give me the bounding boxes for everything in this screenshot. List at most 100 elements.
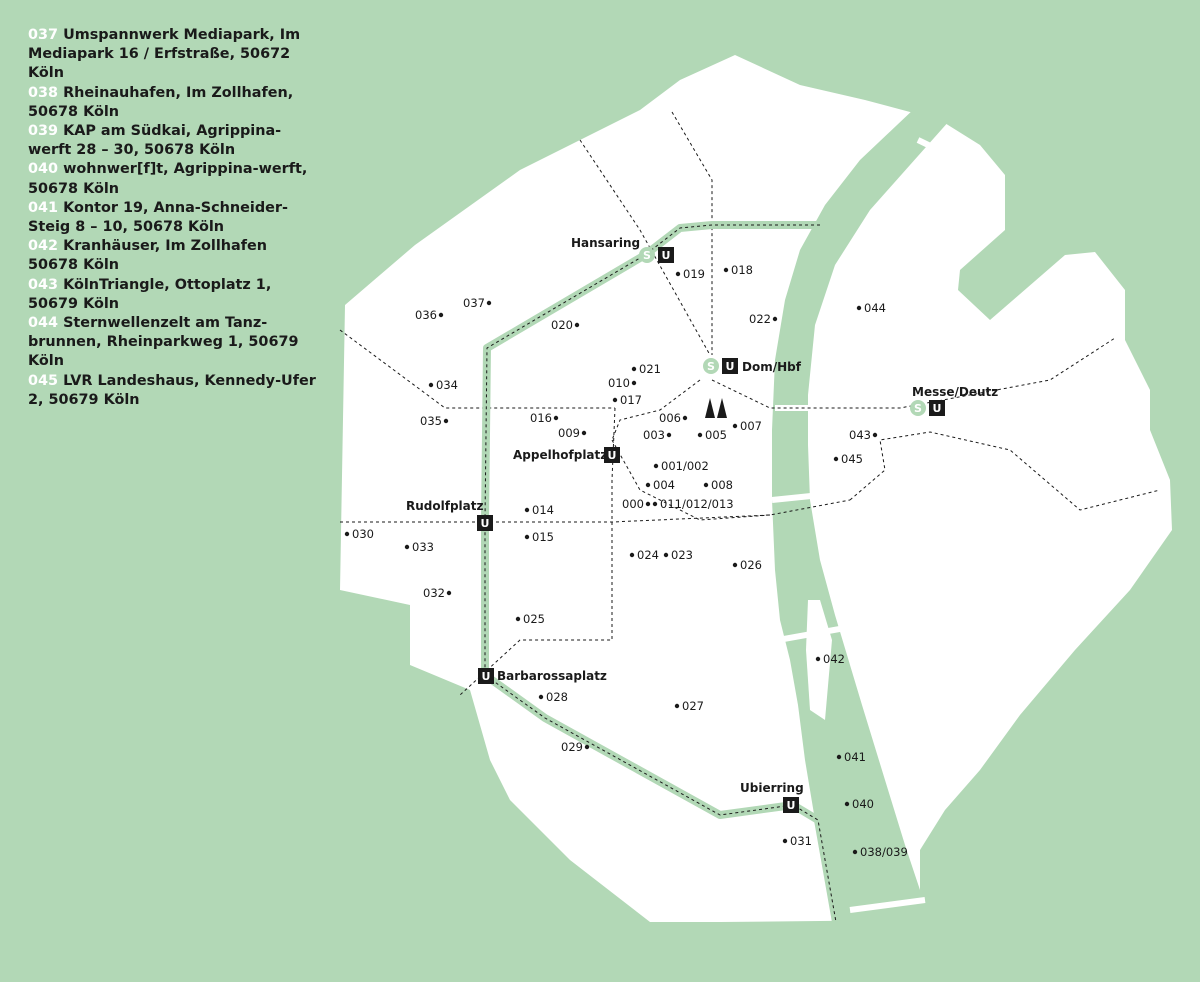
- venue-dot: [872, 432, 878, 438]
- venue-marker-011[interactable]: 011/012/013: [652, 497, 734, 511]
- venue-dot: [581, 430, 587, 436]
- venue-marker-022[interactable]: 022: [749, 312, 778, 326]
- venue-marker-034[interactable]: 034: [428, 378, 458, 392]
- svg-text:026: 026: [740, 558, 762, 572]
- venue-marker-007[interactable]: 007: [732, 419, 762, 433]
- venue-marker-003[interactable]: 003: [643, 428, 672, 442]
- venue-legend: 037 Umspannwerk Mediapark, Im Mediapark …: [28, 26, 318, 410]
- svg-text:U: U: [481, 517, 490, 530]
- venue-marker-038[interactable]: 038/039: [852, 845, 908, 859]
- venue-marker-028[interactable]: 028: [538, 690, 568, 704]
- station-hansaring[interactable]: S U Hansaring: [571, 236, 674, 263]
- venue-marker-045[interactable]: 045: [833, 452, 863, 466]
- svg-text:014: 014: [532, 503, 554, 517]
- venue-markers: 018 019 021 017 034 005 007 001/002 004 …: [344, 263, 908, 859]
- venue-marker-021[interactable]: 021: [631, 362, 661, 376]
- station-rudolfplatz[interactable]: U Rudolfplatz: [406, 499, 493, 531]
- station-dom-hbf[interactable]: S U Dom/Hbf: [703, 358, 802, 374]
- venue-marker-024[interactable]: 024: [629, 548, 659, 562]
- venue-dot: [772, 316, 778, 322]
- svg-text:016: 016: [530, 411, 552, 425]
- venue-marker-009[interactable]: 009: [558, 426, 587, 440]
- venue-dot: [553, 415, 559, 421]
- venue-marker-043[interactable]: 043: [849, 428, 878, 442]
- venue-marker-018[interactable]: 018: [723, 263, 753, 277]
- cathedral-icon: [705, 398, 727, 418]
- venue-marker-041[interactable]: 041: [836, 750, 866, 764]
- u-bahn-icon: [783, 797, 799, 813]
- svg-text:020: 020: [551, 318, 573, 332]
- venue-dot: [674, 703, 680, 709]
- svg-text:037: 037: [463, 296, 485, 310]
- legend-entry-044: 044 Sternwellenzelt am Tanz-brunnen, Rhe…: [28, 315, 299, 370]
- venue-marker-026[interactable]: 026: [732, 558, 762, 572]
- venue-marker-023[interactable]: 023: [663, 548, 693, 562]
- venue-dot: [538, 694, 544, 700]
- svg-text:007: 007: [740, 419, 762, 433]
- station-label-rudolfplatz: Rudolfplatz: [406, 499, 483, 513]
- svg-text:U: U: [787, 799, 796, 812]
- station-label-appelhofplatz: Appelhofplatz: [513, 448, 607, 462]
- venue-marker-030[interactable]: 030: [344, 527, 374, 541]
- venue-marker-031[interactable]: 031: [782, 834, 812, 848]
- venue-marker-014[interactable]: 014: [524, 503, 554, 517]
- venue-marker-040[interactable]: 040: [844, 797, 874, 811]
- river-rhine: [772, 108, 950, 922]
- legend-entry-045: 045 LVR Landeshaus, Kennedy-Ufer 2, 5067…: [28, 372, 316, 408]
- u-bahn-icon: [722, 358, 738, 374]
- venue-marker-044[interactable]: 044: [856, 301, 886, 315]
- venue-marker-035[interactable]: 035: [420, 414, 449, 428]
- venue-marker-036[interactable]: 036: [415, 308, 444, 322]
- boundary-dom-west: [611, 379, 701, 441]
- station-messe-deutz[interactable]: S U Messe/Deutz: [910, 385, 998, 416]
- venue-marker-025[interactable]: 025: [515, 612, 545, 626]
- venue-marker-000[interactable]: 000: [622, 497, 651, 511]
- venue-marker-017[interactable]: 017: [612, 393, 642, 407]
- svg-text:018: 018: [731, 263, 753, 277]
- venue-marker-032[interactable]: 032: [423, 586, 452, 600]
- svg-text:S: S: [914, 402, 922, 415]
- u-bahn-icon: [929, 400, 945, 416]
- station-label-dom-hbf: Dom/Hbf: [742, 360, 802, 374]
- venue-marker-029[interactable]: 029: [561, 740, 590, 754]
- venue-marker-016[interactable]: 016: [530, 411, 559, 425]
- svg-text:S: S: [707, 360, 715, 373]
- venue-marker-033[interactable]: 033: [404, 540, 434, 554]
- venue-dot: [844, 801, 850, 807]
- venue-dot: [428, 382, 434, 388]
- venue-dot: [782, 838, 788, 844]
- svg-text:038/039: 038/039: [860, 845, 908, 859]
- svg-text:001/002: 001/002: [661, 459, 709, 473]
- svg-text:015: 015: [532, 530, 554, 544]
- venue-marker-020[interactable]: 020: [551, 318, 580, 332]
- venue-marker-001[interactable]: 001/002: [653, 459, 709, 473]
- venue-dot: [682, 415, 688, 421]
- venue-dot: [446, 590, 452, 596]
- venue-dot: [344, 531, 350, 537]
- venue-marker-037[interactable]: 037: [463, 296, 492, 310]
- venue-marker-015[interactable]: 015: [524, 530, 554, 544]
- venue-marker-010[interactable]: 010: [608, 376, 637, 390]
- boundary-north: [671, 111, 713, 355]
- station-ubierring[interactable]: U Ubierring: [740, 781, 804, 813]
- venue-marker-006[interactable]: 006: [659, 411, 688, 425]
- station-appelhofplatz[interactable]: U Appelhofplatz: [513, 447, 620, 463]
- venue-marker-005[interactable]: 005: [697, 428, 727, 442]
- venue-marker-027[interactable]: 027: [674, 699, 704, 713]
- station-barbarossaplatz[interactable]: U Barbarossaplatz: [478, 668, 607, 684]
- venue-dot: [645, 482, 651, 488]
- venue-marker-008[interactable]: 008: [703, 478, 733, 492]
- venue-marker-042[interactable]: 042: [815, 652, 845, 666]
- venue-marker-019[interactable]: 019: [675, 267, 705, 281]
- legend-entry-038: 038 Rheinauhafen, Im Zollhafen, 50678 Kö…: [28, 84, 294, 120]
- svg-text:040: 040: [852, 797, 874, 811]
- venue-marker-004[interactable]: 004: [645, 478, 675, 492]
- svg-text:021: 021: [639, 362, 661, 376]
- svg-text:U: U: [608, 449, 617, 462]
- boundary-north-west: [579, 139, 711, 356]
- svg-text:U: U: [482, 670, 491, 683]
- station-label-hansaring: Hansaring: [571, 236, 640, 250]
- svg-text:030: 030: [352, 527, 374, 541]
